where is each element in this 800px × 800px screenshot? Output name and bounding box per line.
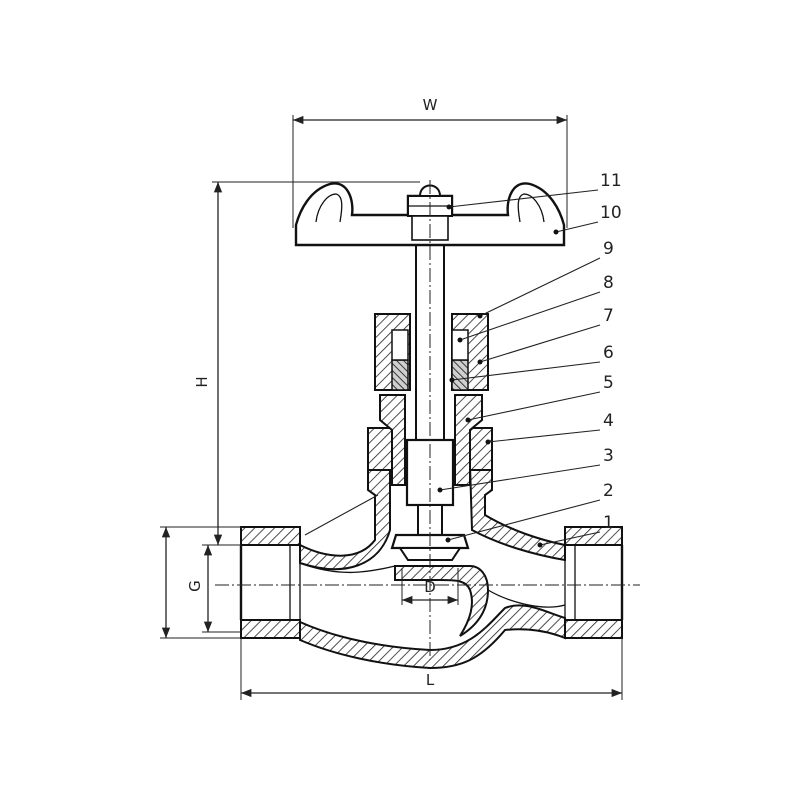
body-upper-wall-right xyxy=(468,463,566,562)
dimension-w: W xyxy=(292,96,568,228)
callout-1: 1 xyxy=(603,513,614,533)
callout-leaders xyxy=(304,189,601,548)
callout-numbers: 11 10 9 8 7 6 5 4 3 2 1 xyxy=(600,171,622,533)
packing xyxy=(391,359,409,391)
dim-label-d: D xyxy=(424,578,436,596)
center-lines xyxy=(215,180,640,660)
bonnet-assembly xyxy=(367,313,493,486)
body-lower-wall xyxy=(299,604,566,670)
dimension-l: L xyxy=(240,638,623,700)
callout-4: 4 xyxy=(603,411,614,431)
callout-7: 7 xyxy=(603,306,614,326)
dimension-g: G xyxy=(160,526,241,639)
body-upper-wall-left xyxy=(299,463,391,571)
body-seat-partition xyxy=(394,565,490,637)
bonnet-nut xyxy=(367,427,393,471)
callout-8: 8 xyxy=(603,273,614,293)
callout-11: 11 xyxy=(600,171,622,191)
dimension-d: D xyxy=(401,568,459,605)
left-end-socket xyxy=(240,526,301,546)
dim-label-l: L xyxy=(426,671,435,689)
dim-label-g: G xyxy=(186,580,204,592)
callout-2: 2 xyxy=(603,481,614,501)
callout-9: 9 xyxy=(603,239,614,259)
dim-label-w: W xyxy=(423,96,438,114)
bonnet xyxy=(379,394,406,486)
callout-10: 10 xyxy=(600,203,622,223)
dim-label-h: H xyxy=(193,376,211,387)
callout-3: 3 xyxy=(603,446,614,466)
gland xyxy=(391,329,409,361)
callout-6: 6 xyxy=(603,343,614,363)
callout-5: 5 xyxy=(603,373,614,393)
